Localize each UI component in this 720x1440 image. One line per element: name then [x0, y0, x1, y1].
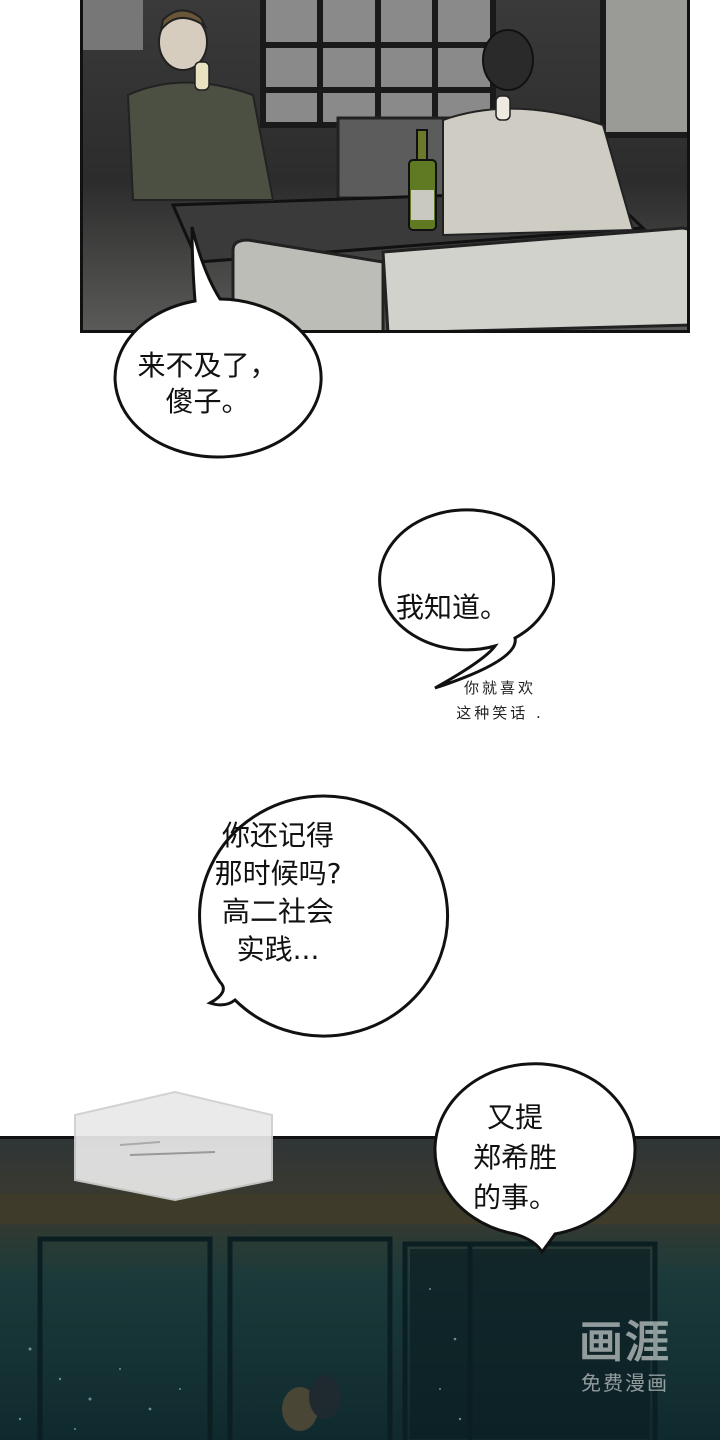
wine-bottle — [408, 129, 437, 231]
speech-bubble-4 — [433, 1062, 637, 1255]
man-laughing — [126, 9, 275, 201]
speech-text-2: 我知道。 — [395, 591, 508, 624]
window-frame — [260, 0, 687, 138]
comic-panel-table-scene — [80, 0, 690, 333]
watermark-subtitle: 免费漫画 — [581, 1371, 669, 1395]
panel-illustration — [83, 0, 687, 330]
sparkle-dots — [18, 1288, 462, 1430]
sofa — [231, 226, 687, 330]
two-figures-silhouette — [282, 1375, 341, 1431]
wall-picture — [83, 0, 143, 50]
chair-back — [336, 116, 460, 200]
flashback-hexagon-frame — [74, 1090, 273, 1202]
speech-text-3: 你还记得 那时候吗? 高二社会 实践... — [214, 819, 342, 966]
speech-bubble-3 — [198, 794, 450, 1038]
aside-whisper-text: 你就喜欢 这种笑话 . — [456, 679, 544, 722]
watermark-logo-text: 画涯 — [579, 1317, 671, 1368]
watermark: 画涯 免费漫画 — [560, 1316, 690, 1416]
speech-bubble-1 — [113, 226, 323, 459]
speech-text-4: 又提 郑希胜 的事。 — [472, 1101, 557, 1214]
speech-bubble-2 — [378, 508, 556, 690]
speech-text-1: 来不及了， 傻子。 — [137, 349, 278, 418]
man-back-view — [442, 29, 635, 237]
night-scene-illustration — [0, 1194, 720, 1440]
